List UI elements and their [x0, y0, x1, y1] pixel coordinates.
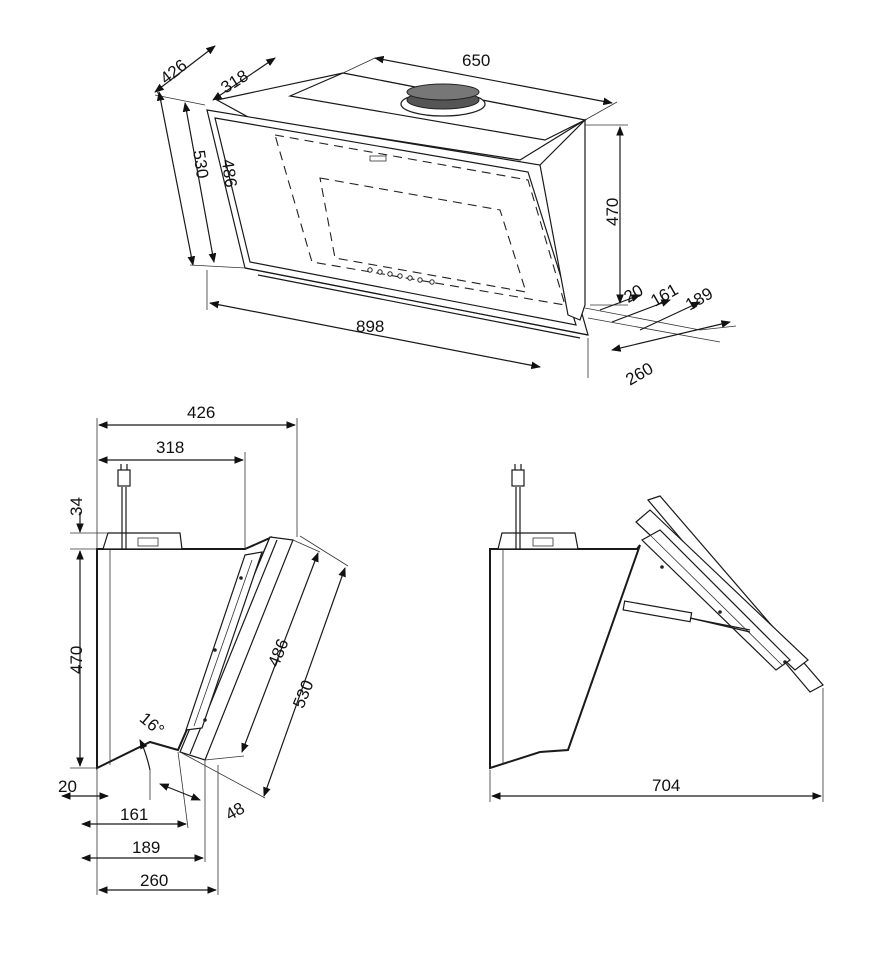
iso-side-body: [539, 118, 586, 321]
side-dim-161-label: 161: [120, 805, 148, 824]
side-dim-260-label: 260: [140, 871, 168, 890]
side-dim-470-label: 470: [67, 646, 86, 674]
side-angle-arc: [139, 739, 151, 771]
isometric-view: 650 426 318 530 486 470: [154, 45, 737, 390]
side-view-open: 704: [489, 464, 824, 802]
open-gas-strut-body: [622, 600, 693, 623]
iso-front-glass-inner: [214, 117, 577, 326]
side-dim-48-label: 48: [222, 798, 248, 824]
side-dim-34-label: 34: [67, 497, 86, 516]
iso-dim-470-label: 470: [603, 198, 622, 226]
iso-dim-right-group: [584, 294, 737, 352]
side-dim-318-label: 318: [156, 438, 184, 457]
side-dim-20-label: 20: [58, 777, 77, 796]
side-motor-box: [102, 532, 183, 550]
iso-outlet-top: [406, 83, 480, 101]
iso-dim-318: [212, 57, 276, 101]
side-angle-label: 16°: [136, 709, 168, 740]
side-view-closed: 16° 426 318 34 470 486 530 20: [58, 403, 349, 895]
iso-dim-189-label: 189: [682, 284, 716, 315]
open-dim-704-label: 704: [652, 776, 680, 795]
iso-logo-plate: [369, 155, 387, 162]
side-plug: [117, 469, 131, 487]
iso-dim-530-label: 530: [189, 149, 212, 180]
iso-dim-20-label: 20: [621, 281, 647, 307]
side-dim-486-label: 486: [264, 636, 292, 669]
iso-dim-898: [206, 270, 589, 378]
open-plug: [511, 469, 525, 487]
iso-dim-898-label: 898: [356, 317, 384, 336]
side-dim-530-label: 530: [289, 677, 317, 710]
iso-dim-161-label: 161: [647, 280, 681, 311]
side-dim-48: [159, 783, 201, 801]
side-dim-426-label: 426: [187, 403, 215, 422]
iso-dim-486-label: 486: [218, 158, 241, 189]
iso-dim-650-label: 650: [462, 51, 490, 70]
iso-filter-outline-inner: [319, 177, 527, 293]
open-motor-box: [497, 532, 579, 550]
side-dim-189-label: 189: [132, 838, 160, 857]
iso-dim-486: [182, 102, 217, 263]
open-body: [489, 544, 641, 770]
iso-dim-470: [585, 124, 628, 306]
iso-dim-650: [342, 55, 618, 121]
iso-dim-318-label: 318: [217, 66, 251, 97]
iso-dim-426-label: 426: [157, 56, 191, 88]
side-dim-530: [263, 567, 346, 797]
iso-filter-outline: [274, 134, 566, 306]
iso-control-buttons: [367, 267, 435, 285]
iso-dim-260-label: 260: [622, 359, 656, 390]
